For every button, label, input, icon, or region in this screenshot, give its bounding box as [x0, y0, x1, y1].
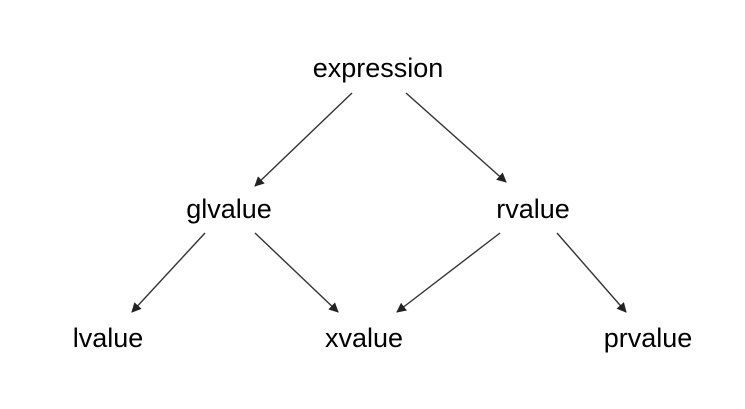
node-expression: expression — [313, 53, 444, 83]
node-glvalue: glvalue — [186, 194, 272, 224]
edge-expression-to-glvalue — [254, 92, 353, 187]
edge-rvalue-to-prvalue — [556, 232, 627, 313]
node-lvalue: lvalue — [73, 323, 144, 353]
edge-expression-to-rvalue — [405, 92, 507, 183]
edge-rvalue-to-xvalue — [396, 232, 501, 313]
edge-glvalue-to-lvalue — [131, 232, 206, 313]
node-prvalue: prvalue — [604, 323, 693, 353]
node-rvalue: rvalue — [496, 194, 570, 224]
node-xvalue: xvalue — [325, 323, 403, 353]
edge-glvalue-to-xvalue — [254, 232, 339, 313]
